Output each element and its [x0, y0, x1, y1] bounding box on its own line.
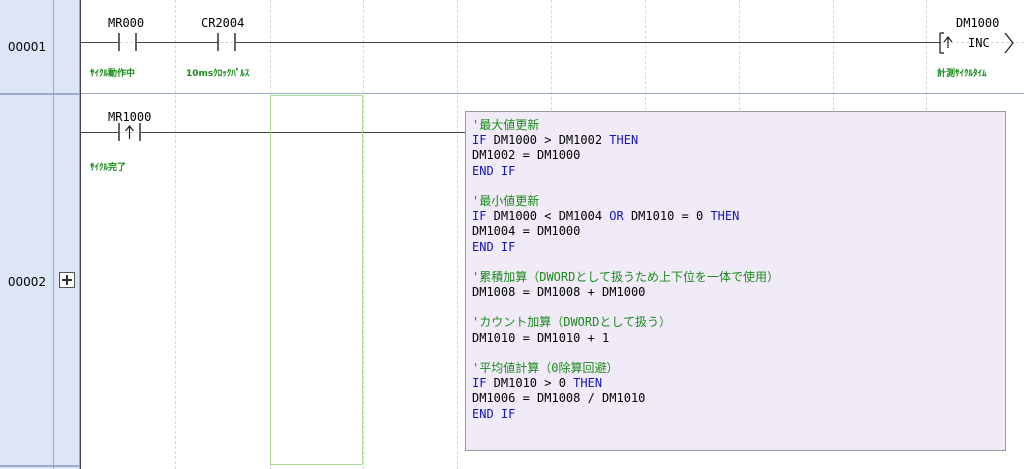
output-comment: 計測ｻｲｸﾙﾀｲﾑ: [937, 69, 987, 79]
selection-cell[interactable]: [270, 95, 363, 465]
script-line: 'カウント加算（DWORDとして扱う）: [472, 315, 999, 330]
script-line: '平均値計算（0除算回避）: [472, 361, 999, 376]
script-line: DM1002 = DM1000: [472, 148, 999, 163]
grid-line: [551, 0, 552, 110]
script-comment: 'カウント加算（DWORDとして扱う）: [472, 315, 671, 330]
script-text: DM1002 = DM1000: [472, 148, 581, 163]
script-text: DM1000 < DM1004: [486, 209, 610, 224]
script-comment: '最大値更新: [472, 118, 540, 132]
script-comment: '累積加算（DWORDとして扱うため上下位を一体で使用）: [472, 269, 779, 284]
script-line: END IF: [472, 407, 999, 422]
script-line: IF DM1000 < DM1004 OR DM1010 = 0 THEN: [472, 209, 999, 224]
script-comment: '平均値計算（0除算回避）: [472, 361, 619, 375]
rung-separator: [0, 93, 1024, 94]
rung-wire: [236, 42, 940, 43]
script-keyword: THEN: [609, 133, 639, 148]
script-line: END IF: [472, 164, 999, 179]
script-keyword: IF: [472, 376, 487, 391]
instruction-box[interactable]: [938, 30, 1020, 56]
script-text: DM1004 = DM1000: [472, 224, 581, 239]
grid-line: [739, 0, 740, 110]
script-line: '最大値更新: [472, 118, 999, 133]
script-line: DM1008 = DM1008 + DM1000: [472, 285, 999, 300]
script-text: DM1006 = DM1008 / DM1010: [472, 391, 646, 406]
contact-symbol[interactable]: [217, 33, 237, 51]
contact-device: MR000: [108, 16, 145, 30]
left-power-rail: [80, 0, 81, 469]
script-line: IF DM1000 > DM1002 THEN: [472, 133, 999, 148]
rung-number-column: [0, 0, 54, 469]
script-keyword: OR: [609, 209, 624, 224]
grid-line: [833, 0, 834, 110]
script-line: END IF: [472, 240, 999, 255]
script-line: DM1004 = DM1000: [472, 224, 999, 239]
script-line: IF DM1010 > 0 THEN: [472, 376, 999, 391]
script-line: '累積加算（DWORDとして扱うため上下位を一体で使用）: [472, 270, 999, 285]
grid-line: [926, 0, 927, 110]
script-keyword: IF: [472, 209, 487, 224]
script-keyword: END IF: [472, 163, 516, 178]
grid-line: [175, 0, 176, 469]
contact-comment: ｻｲｸﾙ完了: [90, 163, 127, 173]
rung-separator: [0, 465, 80, 467]
output-device: DM1000: [956, 16, 1000, 30]
grid-line: [457, 0, 458, 469]
contact-device: CR2004: [201, 16, 245, 30]
script-line: [472, 346, 999, 361]
instruction-name: INC: [968, 36, 990, 50]
rung-number[interactable]: 00001: [7, 39, 47, 54]
contact-comment: 10msｸﾛｯｸﾊﾟﾙｽ: [186, 69, 250, 79]
expand-column: [54, 0, 80, 469]
script-line: [472, 179, 999, 194]
contact-comment: ｻｲｸﾙ動作中: [90, 69, 136, 79]
script-comment: '最小値更新: [472, 193, 540, 208]
script-keyword: THEN: [710, 209, 740, 224]
script-text: DM1008 = DM1008 + DM1000: [472, 285, 646, 300]
script-keyword: IF: [472, 133, 487, 148]
script-text: DM1000 > DM1002: [486, 133, 610, 148]
contact-device: MR1000: [108, 110, 152, 124]
rising-edge-contact-symbol[interactable]: [118, 123, 142, 141]
script-keyword: THEN: [573, 376, 603, 391]
rung-wire: [141, 132, 465, 133]
rung-number[interactable]: 00002: [7, 275, 47, 289]
rung-separator: [0, 93, 80, 95]
script-line: [472, 255, 999, 270]
script-text: DM1010 = 0: [623, 209, 711, 224]
script-keyword: END IF: [472, 239, 516, 254]
expand-icon[interactable]: [59, 272, 75, 288]
script-line: DM1010 = DM1010 + 1: [472, 331, 999, 346]
script-line: [472, 300, 999, 315]
rung-wire: [80, 132, 118, 133]
script-line: '最小値更新: [472, 194, 999, 209]
script-keyword: END IF: [472, 406, 516, 421]
rung-wire: [137, 42, 218, 43]
grid-line: [363, 0, 364, 469]
script-line: DM1006 = DM1008 / DM1010: [472, 391, 999, 406]
script-text: DM1010 = DM1010 + 1: [472, 330, 610, 345]
script-text: DM1010 > 0: [486, 376, 574, 391]
grid-line: [645, 0, 646, 110]
rung-wire: [80, 42, 118, 43]
contact-symbol[interactable]: [118, 33, 138, 51]
